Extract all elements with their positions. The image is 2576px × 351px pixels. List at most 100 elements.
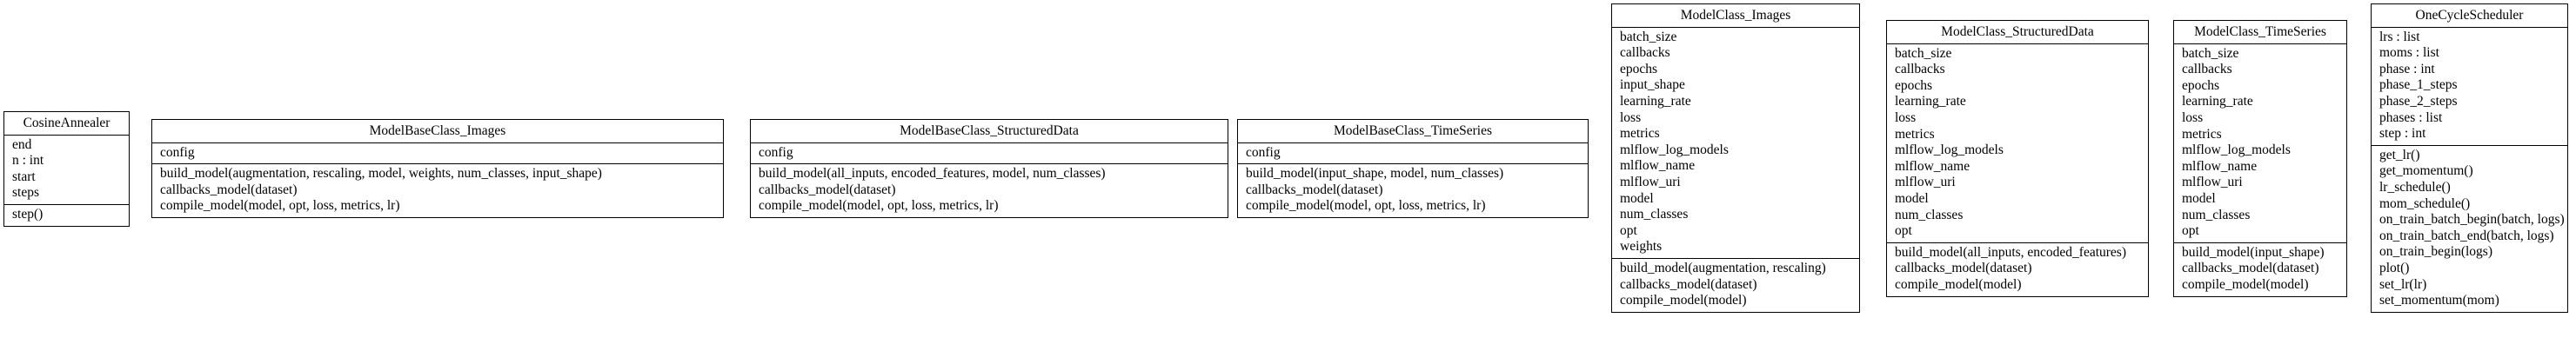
attribute: config [160,144,195,160]
class-model-structured-data: ModelClass_StructuredData batch_size cal… [1886,20,2149,297]
attribute: epochs [2182,77,2220,93]
class-name: ModelBaseClass_TimeSeries [1334,123,1492,138]
class-name: ModelBaseClass_Images [369,123,506,138]
method: build_model(augmentation, rescaling) [1620,260,1826,275]
attribute: steps [12,185,39,201]
attributes: batch_size callbacks epochs learning_rat… [2174,43,2346,242]
method: callbacks_model(dataset) [1246,182,1383,197]
class-model-images: ModelClass_Images batch_size callbacks e… [1611,3,1860,313]
class-model-base-structured-data: ModelBaseClass_StructuredData config bui… [750,119,1228,218]
method: on_train_batch_end(batch, logs) [2379,228,2554,243]
attribute: opt [1620,222,1637,238]
attribute: config [759,144,793,160]
class-model-base-time-series: ModelBaseClass_TimeSeries config build_m… [1237,119,1589,218]
method: compile_model(model, opt, loss, metrics,… [759,198,999,214]
attribute: start [12,169,36,184]
method: build_model(input_shape) [2182,244,2325,260]
attribute: mlflow_log_models [1620,142,1729,157]
attribute: callbacks [2182,62,2232,77]
attribute: input_shape [1620,77,1685,93]
attribute: batch_size [2182,45,2239,61]
method: get_lr() [2379,147,2420,162]
attribute: opt [2182,223,2199,239]
attribute: n : int [12,153,44,169]
attribute: mlflow_log_models [1895,142,2004,158]
method: lr_schedule() [2379,179,2451,195]
method: compile_model(model) [1895,276,2022,292]
method: plot() [2379,260,2410,275]
methods: step() [4,203,129,226]
attribute: epochs [1895,77,1933,93]
attribute: weights [1620,239,1663,255]
attribute: learning_rate [2182,94,2253,109]
method: build_model(augmentation, rescaling, mod… [160,166,602,182]
attribute: metrics [1620,126,1660,142]
method: on_train_batch_begin(batch, logs) [2379,212,2565,228]
methods: build_model(input_shape, model, num_clas… [1238,163,1588,217]
attribute: mlflow_name [1620,158,1696,174]
attribute: phases : list [2379,109,2443,125]
attribute: mlflow_uri [1895,175,1956,190]
attributes: batch_size callbacks epochs learning_rat… [1887,43,2148,242]
methods: build_model(input_shape) callbacks_model… [2174,242,2346,296]
method: callbacks_model(dataset) [759,182,896,197]
attribute: num_classes [2182,207,2251,222]
attribute: end [12,136,32,152]
attribute: config [1246,144,1281,160]
methods: build_model(all_inputs, encoded_features… [751,163,1228,217]
attributes: batch_size callbacks epochs input_shape … [1612,26,1859,258]
attributes: config [751,142,1228,164]
attribute: phase_1_steps [2379,77,2458,93]
attribute: opt [1895,223,1912,239]
method: callbacks_model(dataset) [2182,261,2319,276]
class-one-cycle-scheduler: OneCycleScheduler lrs : list moms : list… [2371,3,2568,313]
attribute: phase_2_steps [2379,93,2458,109]
attribute: loss [1620,109,1642,125]
method: callbacks_model(dataset) [160,182,298,197]
method: set_lr(lr) [2379,276,2427,292]
method: callbacks_model(dataset) [1895,261,2032,276]
class-model-base-images: ModelBaseClass_Images config build_model… [151,119,724,218]
class-name: ModelBaseClass_StructuredData [900,123,1079,138]
methods: get_lr() get_momentum() lr_schedule() mo… [2372,144,2567,312]
methods: build_model(augmentation, rescaling, mod… [152,163,723,217]
attribute: epochs [1620,61,1658,76]
attribute: loss [1895,109,1917,125]
attribute: learning_rate [1620,93,1691,109]
method: compile_model(model) [2182,276,2309,292]
method: get_momentum() [2379,163,2473,179]
class-cosine-annealer: CosineAnnealer end n : int start steps s… [3,111,130,227]
attribute: lrs : list [2379,29,2420,44]
class-model-time-series: ModelClass_TimeSeries batch_size callbac… [2173,20,2347,297]
class-name: ModelClass_StructuredData [1941,24,2094,39]
method: set_momentum(mom) [2379,293,2499,308]
attributes: end n : int start steps [4,134,129,204]
attribute: mlflow_log_models [2182,142,2291,158]
method: build_model(all_inputs, encoded_features… [1895,244,2127,260]
attribute: model [1620,190,1654,206]
method: compile_model(model, opt, loss, metrics,… [1246,198,1486,214]
attribute: learning_rate [1895,94,1966,109]
attributes: config [1238,142,1588,164]
method: compile_model(model) [1620,293,1747,308]
attribute: mlflow_uri [1620,174,1681,189]
class-name: ModelClass_TimeSeries [2194,24,2326,39]
attribute: mlflow_uri [2182,175,2243,190]
attribute: mlflow_name [2182,158,2258,174]
attribute: callbacks [1895,62,1945,77]
attribute: model [1895,190,1929,206]
method: build_model(all_inputs, encoded_features… [759,166,1106,182]
method: compile_model(model, opt, loss, metrics,… [160,198,400,214]
methods: build_model(all_inputs, encoded_features… [1887,242,2148,296]
class-name: CosineAnnealer [23,116,110,130]
attribute: model [2182,190,2216,206]
attribute: batch_size [1620,29,1677,44]
attribute: step : int [2379,126,2426,142]
attribute: mlflow_name [1895,158,1970,174]
attribute: metrics [2182,126,2222,142]
attribute: callbacks [1620,45,1670,61]
class-name: OneCycleScheduler [2415,8,2524,23]
methods: build_model(augmentation, rescaling) cal… [1612,257,1859,312]
attribute: num_classes [1620,207,1689,222]
